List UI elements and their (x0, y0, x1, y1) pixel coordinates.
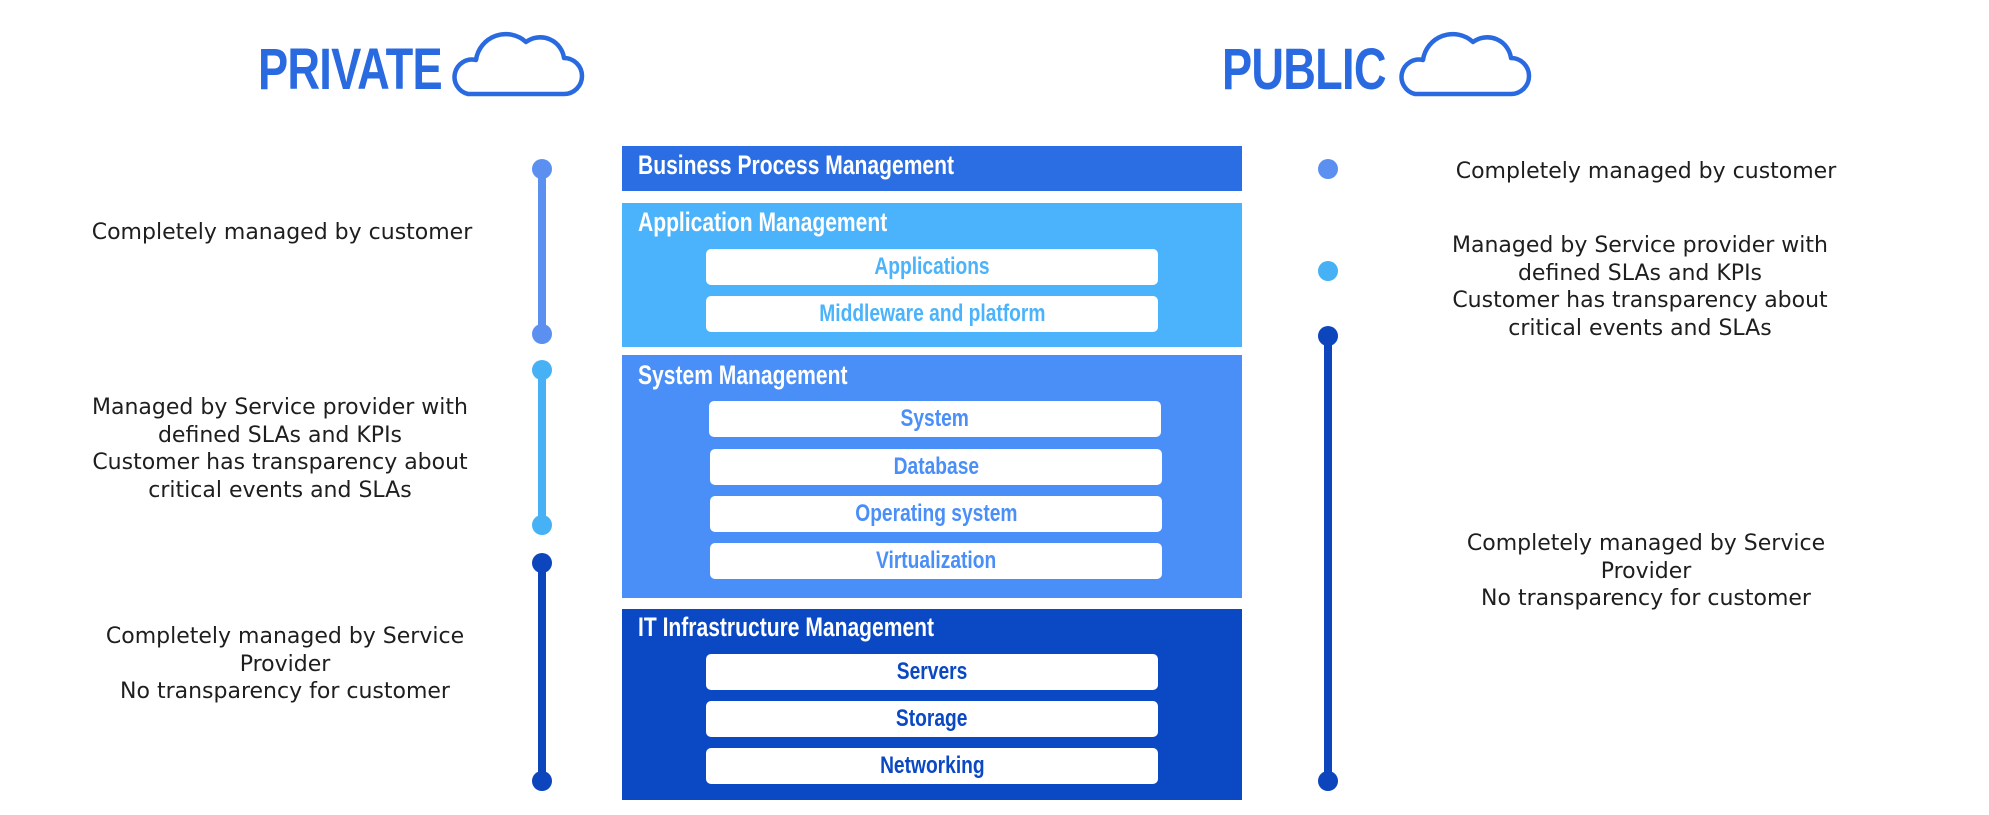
app-item-applications: Applications (706, 249, 1158, 285)
private-title: PRIVATE (258, 37, 443, 102)
infra-band: IT Infrastructure Management Servers Sto… (622, 609, 1242, 800)
private-desc-sla: Managed by Service provider with defined… (92, 395, 468, 503)
bpm-band: Business Process Management (622, 146, 1242, 191)
sys-item-operating-system: Operating system (710, 496, 1162, 532)
public-desc-provider: Completely managed by Service Provider N… (1466, 531, 1826, 611)
private-line-sla (538, 370, 546, 524)
private-dot (532, 324, 552, 344)
public-dot (1318, 159, 1338, 179)
app-band: Application Management Applications Midd… (622, 203, 1242, 347)
public-title: PUBLIC (1222, 37, 1386, 102)
private-line-provider (538, 562, 546, 780)
public-line-provider (1324, 336, 1332, 780)
sys-item-system: System (709, 401, 1161, 437)
sys-item-database: Database (710, 449, 1162, 485)
private-line-customer (538, 168, 546, 334)
bpm-title: Business Process Management (638, 150, 955, 180)
infra-item-networking: Networking (706, 748, 1158, 784)
infra-item-storage: Storage (706, 701, 1158, 737)
sys-item-virtualization: Virtualization (710, 543, 1162, 579)
private-dot (532, 553, 552, 573)
public-desc-customer: Completely managed by customer (1455, 159, 1837, 184)
app-item-middleware: Middleware and platform (706, 296, 1158, 332)
app-title: Application Management (638, 207, 888, 237)
cloud-icon (452, 31, 585, 97)
public-dot (1318, 261, 1338, 281)
private-dot (532, 159, 552, 179)
private-desc-provider: Completely managed by Service Provider N… (105, 624, 465, 704)
private-dot (532, 515, 552, 535)
infra-item-servers: Servers (706, 654, 1158, 690)
public-dot (1318, 326, 1338, 346)
infra-title: IT Infrastructure Management (638, 612, 935, 642)
private-desc-customer: Completely managed by customer (91, 220, 473, 245)
private-dot (532, 771, 552, 791)
private-dot (532, 360, 552, 380)
sys-title: System Management (638, 360, 848, 390)
public-desc-sla: Managed by Service provider with defined… (1452, 233, 1828, 341)
sys-band: System Management System Database Operat… (622, 355, 1242, 598)
cloud-icon (1399, 31, 1532, 97)
public-dot (1318, 771, 1338, 791)
